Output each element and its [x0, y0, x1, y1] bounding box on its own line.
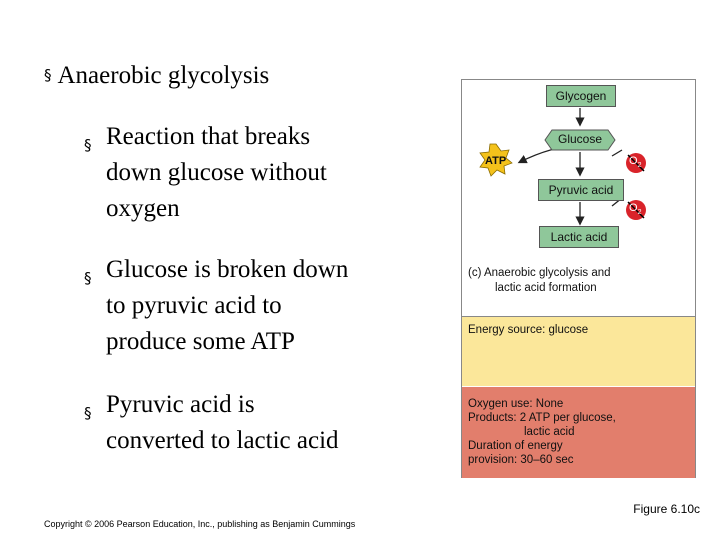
- sub-bullet-3: § Pyruvic acid is converted to lactic ac…: [84, 387, 339, 459]
- lactic-acid-box: Lactic acid: [539, 226, 619, 248]
- bullet-marker: §: [84, 404, 92, 422]
- sub-bullet-line: oxygen: [106, 195, 180, 222]
- figure-reference: Figure 6.10c: [633, 502, 700, 516]
- sub-bullet-line: down glucose without: [106, 159, 327, 186]
- info-line: Duration of energy: [468, 440, 563, 452]
- sub-bullet-1: § Reaction that breaks down glucose with…: [84, 119, 327, 227]
- pyruvic-acid-box: Pyruvic acid: [538, 179, 624, 201]
- info-line: Oxygen use: None: [468, 398, 564, 410]
- sub-bullet-line: Glucose is broken down: [106, 256, 349, 283]
- o2-slash: [627, 154, 645, 172]
- atp-label: ATP: [485, 155, 507, 167]
- arrow-glucose-o2: [611, 149, 623, 157]
- main-bullet-text: Anaerobic glycolysis: [57, 62, 270, 89]
- info-line: provision: 30–60 sec: [468, 454, 574, 466]
- sub-bullet-line: to pyruvic acid to: [106, 292, 282, 319]
- figure-panel: Glycogen Glucose ATP O2 O2 Pyruvic acid …: [461, 79, 696, 478]
- o2-slash: [627, 201, 645, 219]
- caption-line: (c) Anaerobic glycolysis and: [468, 267, 611, 279]
- info-panel: Oxygen use: None Products: 2 ATP per glu…: [462, 386, 695, 478]
- info-line: lactic acid: [524, 426, 575, 438]
- sub-bullet-line: converted to lactic acid: [106, 427, 339, 454]
- sub-bullet-line: Pyruvic acid is: [106, 391, 255, 418]
- atp-star-icon: [479, 143, 513, 177]
- energy-source-panel: Energy source: glucose: [462, 316, 695, 387]
- sub-bullet-2: § Glucose is broken down to pyruvic acid…: [84, 252, 349, 360]
- glucose-box: Glucose: [544, 129, 616, 151]
- o2-label: O2: [629, 155, 642, 170]
- glucose-hexagon-shape: [544, 129, 616, 151]
- sub-bullet-line: Reaction that breaks: [106, 123, 311, 150]
- glycogen-box: Glycogen: [546, 85, 616, 107]
- copyright-notice: Copyright © 2006 Pearson Education, Inc.…: [44, 519, 356, 529]
- caption-line: lactic acid formation: [495, 282, 597, 294]
- info-line: Products: 2 ATP per glucose,: [468, 412, 616, 424]
- figure-caption: (c) Anaerobic glycolysis and lactic acid…: [468, 266, 611, 296]
- bullet-marker: §: [84, 269, 92, 287]
- main-bullet: § Anaerobic glycolysis: [44, 62, 269, 90]
- bullet-marker: §: [84, 136, 92, 154]
- bullet-marker: §: [44, 66, 52, 84]
- energy-source-text: Energy source: glucose: [468, 324, 589, 336]
- sub-bullet-line: produce some ATP: [106, 328, 295, 355]
- o2-label: O2: [629, 202, 642, 217]
- glucose-label: Glucose: [557, 132, 603, 146]
